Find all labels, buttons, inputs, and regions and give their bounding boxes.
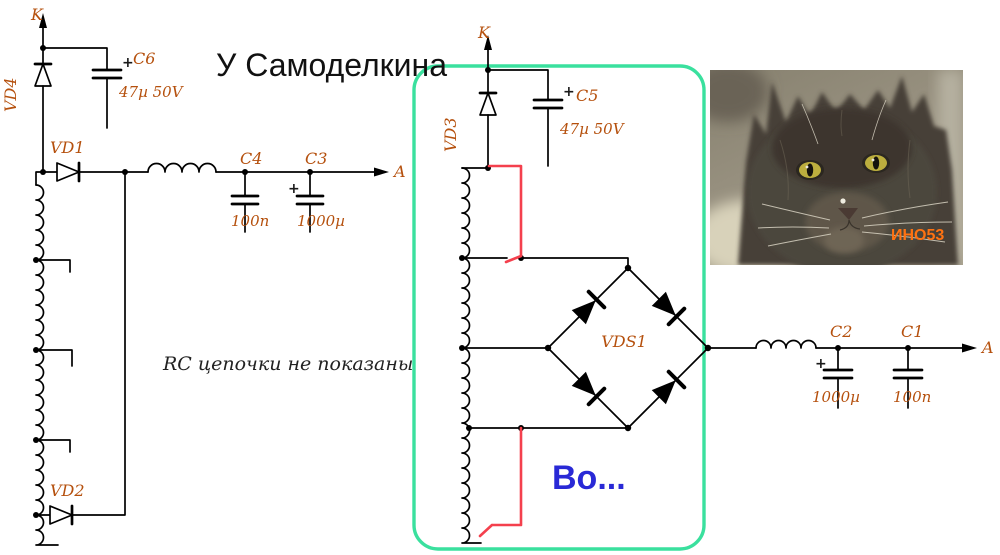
- label-vds1: VDS1: [601, 332, 647, 351]
- c6-capacitor: + C6 47µ 50V: [42, 47, 185, 129]
- c5-capacitor: + C5 47µ 50V: [487, 69, 626, 167]
- label-c2: C2: [830, 322, 852, 341]
- label-c4: C4: [240, 149, 262, 168]
- page-title: У Самоделкина: [216, 47, 447, 83]
- bridge-diode-3: [571, 371, 607, 407]
- left-k-terminal: K: [30, 5, 47, 51]
- secondary-winding: [459, 167, 629, 544]
- label-c6: C6: [133, 49, 155, 68]
- label-c5-value: 47µ 50V: [559, 120, 626, 138]
- c1-capacitor: C1 100n: [892, 322, 931, 409]
- arrow-up-icon: [39, 13, 47, 28]
- plus-sign-c6: +: [122, 55, 134, 71]
- label-vd1: VD1: [50, 138, 85, 157]
- label-c1: C1: [901, 322, 923, 341]
- label-c4-value: 100n: [231, 212, 269, 230]
- left-circuit: K VD4 + C6 47µ 50V VD1: [1, 5, 413, 546]
- cat-whiskers: [757, 99, 953, 247]
- winding-taps-right: [459, 255, 629, 431]
- arrow-right-icon: [374, 167, 389, 177]
- left-inductor: [147, 162, 217, 173]
- label-vd4: VD4: [1, 77, 20, 112]
- arrow-right-icon: [962, 343, 977, 353]
- vd1-diode: VD1: [35, 138, 149, 186]
- cat-nose: [838, 208, 858, 220]
- right-inductor: [755, 339, 817, 349]
- bridge-diode-2: [651, 291, 687, 327]
- bridge-diode-4: [651, 369, 687, 405]
- winding-taps-left: [33, 257, 73, 453]
- c2-capacitor: + C2 1000µ: [812, 322, 860, 409]
- cat-eye-right: [862, 153, 890, 173]
- red-jumper-top: [487, 164, 523, 264]
- cat-photo: ИНО53: [710, 70, 963, 265]
- vd4-diode: VD4: [1, 47, 53, 173]
- label-a-left: A: [392, 162, 406, 181]
- cat-eye-left: [796, 160, 824, 180]
- label-vd2: VD2: [50, 481, 85, 500]
- label-c3-value: 1000µ: [297, 212, 345, 230]
- c4-capacitor: C4 100n: [230, 149, 269, 233]
- label-k-left: K: [30, 5, 44, 24]
- label-c6-value: 47µ 50V: [118, 83, 185, 101]
- watermark-text: ИНО53: [891, 227, 944, 244]
- label-c2-value: 1000µ: [812, 388, 860, 406]
- c3-capacitor: + C3 1000µ: [288, 149, 345, 233]
- plus-sign-c3: +: [288, 181, 300, 197]
- red-jumper-bottom: [478, 426, 523, 538]
- label-c1-value: 100n: [893, 388, 931, 406]
- vds1-diode-bridge: VDS1: [544, 264, 712, 432]
- plus-sign-c2: +: [815, 356, 827, 372]
- bridge-diode-1: [571, 289, 607, 325]
- label-k-right: K: [477, 23, 491, 42]
- vd3-diode: VD3: [441, 69, 498, 171]
- red-jumper-wires: [478, 164, 523, 538]
- right-circuit: K VD3 + C5 47µ 50V: [441, 23, 994, 544]
- annotation-text: Во...: [552, 459, 626, 497]
- highlight-box: [412, 64, 706, 551]
- label-vd3: VD3: [441, 117, 460, 152]
- left-primary-winding: [33, 184, 73, 546]
- label-c3: C3: [305, 149, 327, 168]
- nose-highlight: [840, 198, 846, 204]
- fur-highlights: [779, 109, 911, 201]
- label-a-right: A: [980, 338, 994, 357]
- right-output-filter: A + C2 1000µ C1 100n: [707, 322, 994, 409]
- left-output-filter: A C4 100n + C3 1000µ: [122, 149, 406, 233]
- vd2-diode: VD2: [33, 171, 126, 526]
- plus-sign-c5: +: [563, 84, 575, 100]
- label-c5: C5: [576, 86, 598, 105]
- arrow-up-icon: [484, 35, 492, 50]
- note-text: RC цепочки не показаны: [162, 353, 413, 375]
